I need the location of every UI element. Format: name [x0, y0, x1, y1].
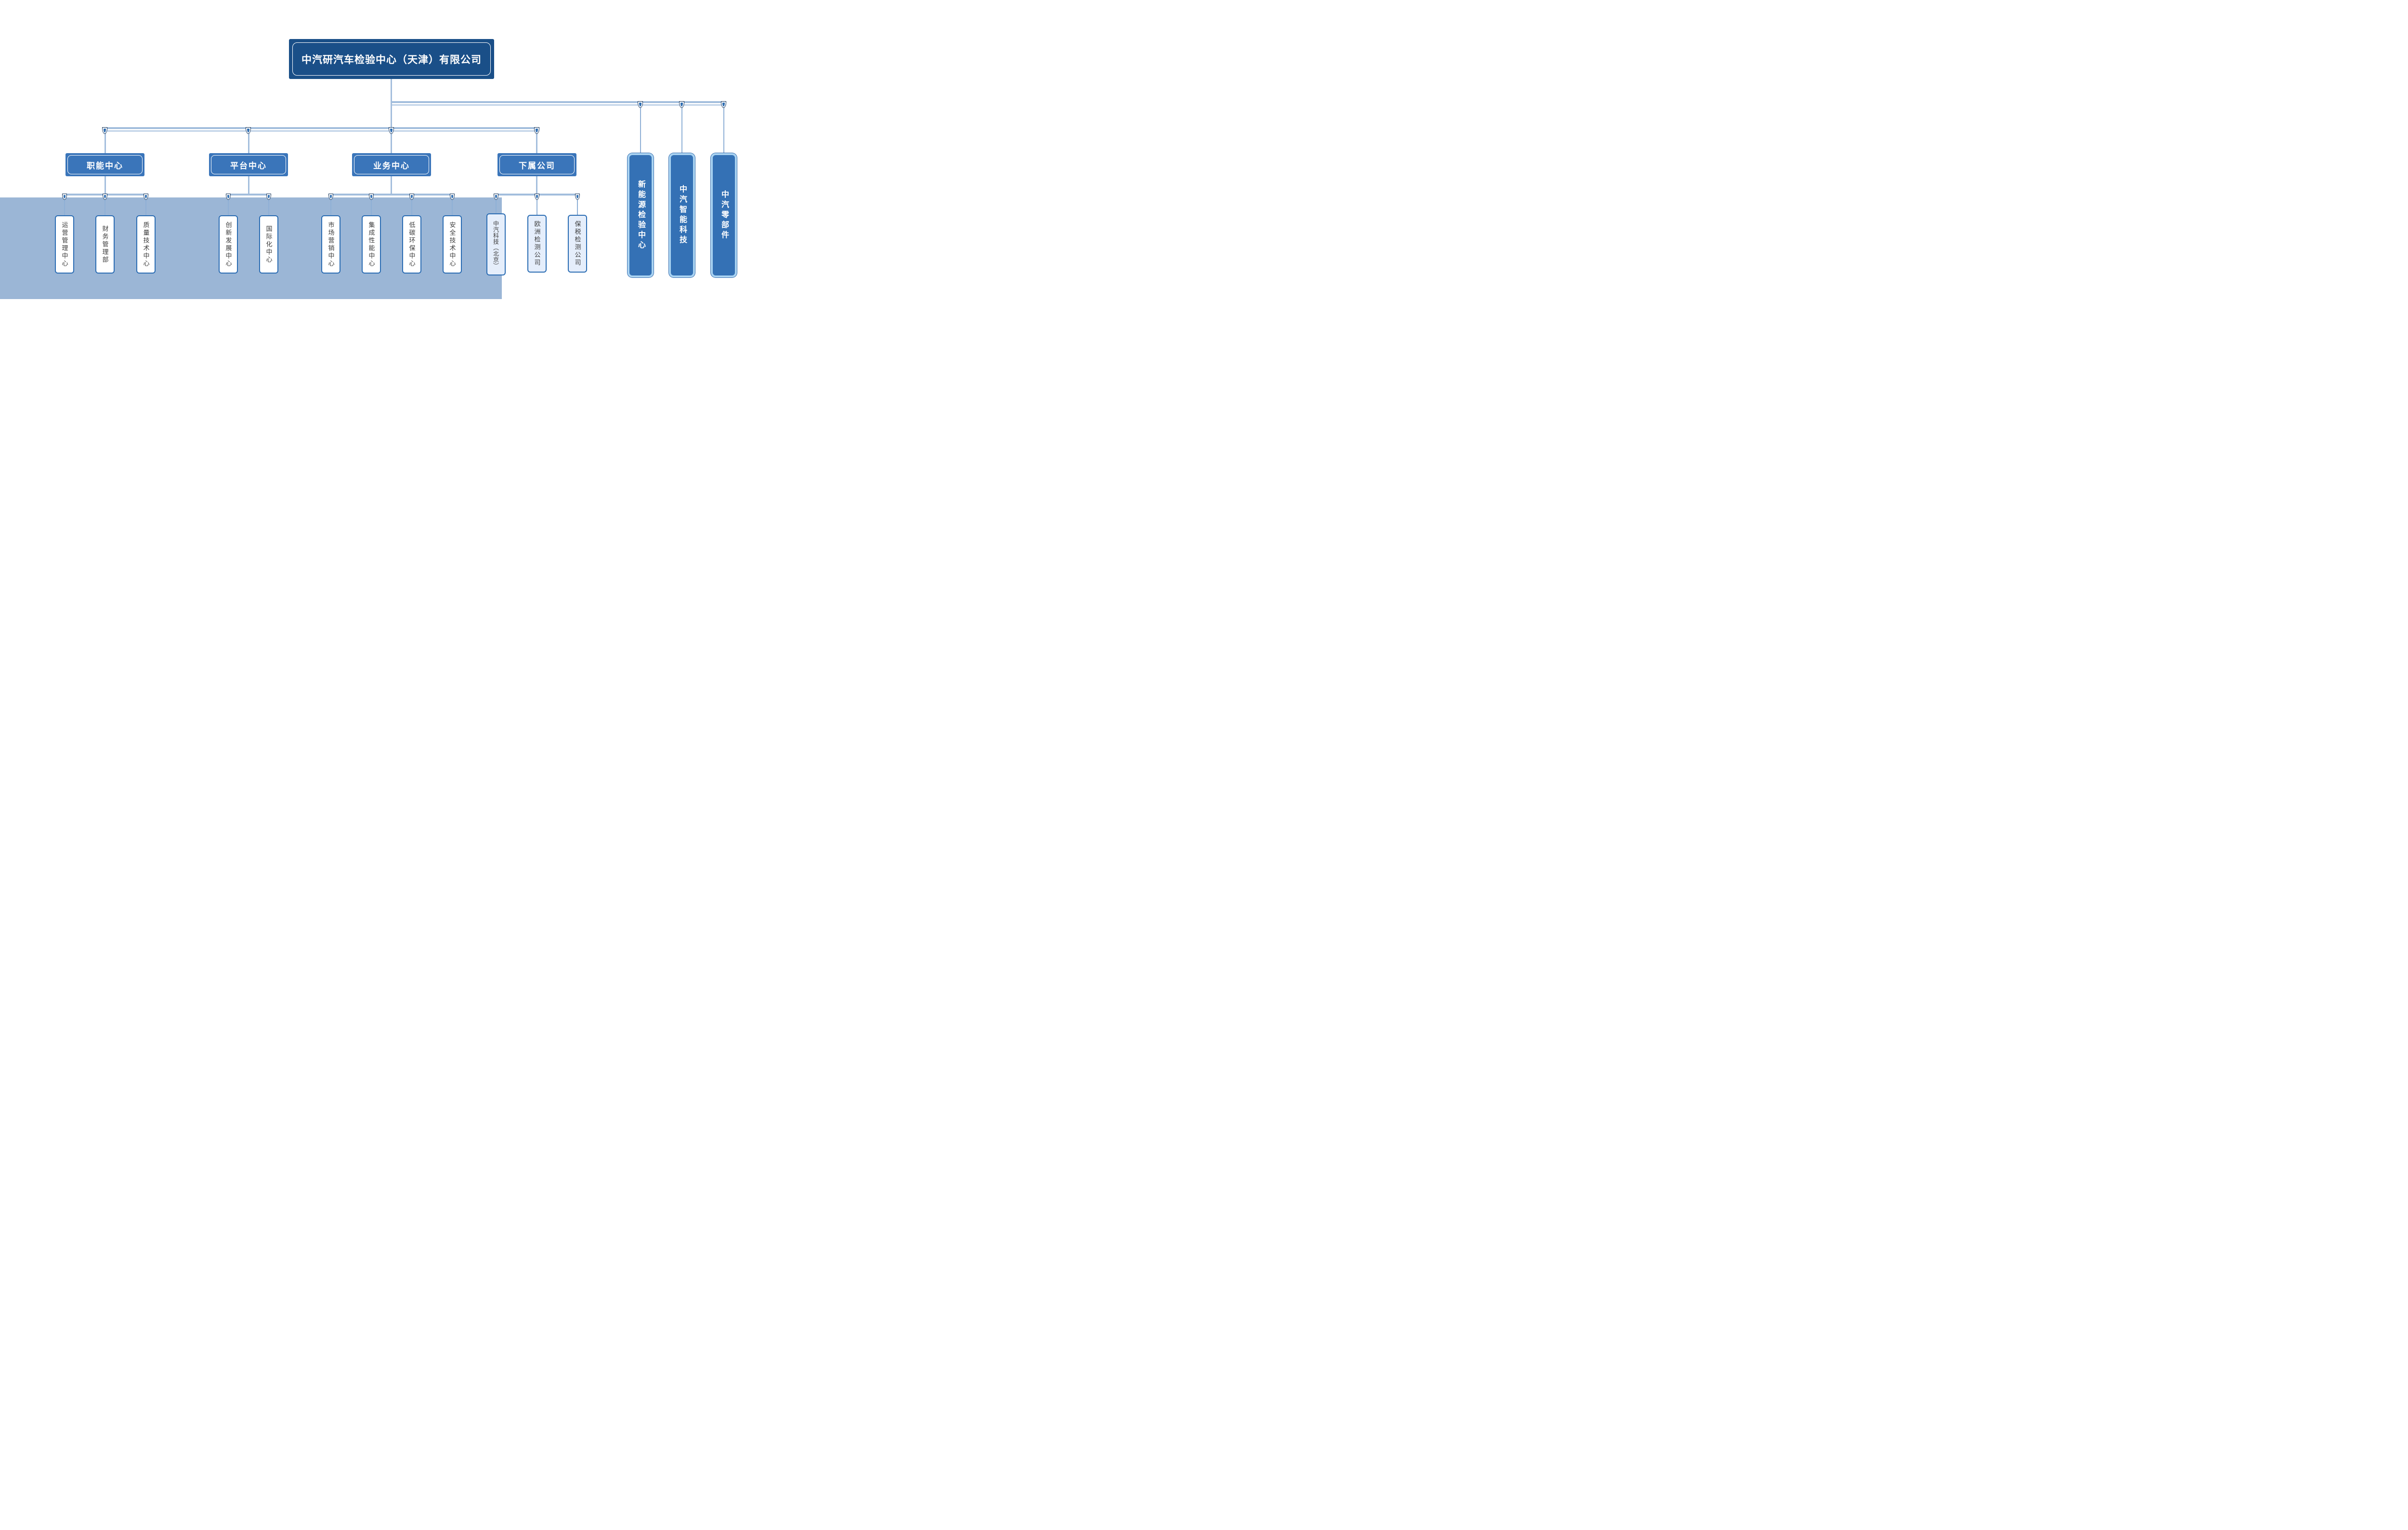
- org-chart-canvas: 中汽研汽车检验中心（天津）有限公司 职能中心 平台中心 业务中心 下属公司 新能…: [0, 0, 771, 306]
- org-box-root: 中汽研汽车检验中心（天津）有限公司: [289, 39, 494, 79]
- org-box-level2-functional: 职能中心: [65, 153, 144, 176]
- org-box-child: 国际化中心: [259, 215, 278, 274]
- org-box-child: 低碳环保中心: [402, 215, 421, 274]
- child-label: 运营管理中心: [61, 221, 68, 268]
- connector-stub: [145, 199, 146, 215]
- junction-node-icon: [679, 101, 684, 108]
- child-label: 质量技术中心: [142, 221, 150, 268]
- connector-rail-children: [226, 194, 271, 196]
- org-box-child: 财务管理部: [95, 215, 115, 274]
- junction-node-icon: [103, 194, 107, 200]
- child-label: 安全技术中心: [448, 221, 456, 268]
- connector-drop: [723, 107, 724, 153]
- connector-stub: [64, 199, 65, 215]
- org-box-child: 保税检测公司: [568, 215, 587, 273]
- junction-node-icon: [638, 101, 643, 108]
- connector-rail-level2: [103, 127, 539, 129]
- right-branch-label: 中汽零部件: [720, 190, 728, 241]
- connector-stub: [268, 199, 269, 215]
- junction-node-icon: [328, 194, 333, 200]
- connector-stub: [248, 176, 249, 194]
- connector-stub: [105, 133, 106, 153]
- org-box-child: 质量技术中心: [136, 215, 156, 274]
- connector-stub: [496, 199, 497, 215]
- junction-node-icon: [535, 194, 539, 200]
- org-box-parts: 中汽零部件: [711, 153, 737, 277]
- junction-node-icon: [246, 127, 251, 134]
- child-label: 低碳环保中心: [408, 221, 416, 268]
- child-label: 中汽科技（北京）: [492, 220, 499, 269]
- root-label: 中汽研汽车检验中心（天津）有限公司: [301, 54, 482, 65]
- level2-label: 业务中心: [373, 161, 410, 170]
- child-label: 国际化中心: [265, 225, 273, 264]
- org-box-child: 安全技术中心: [443, 215, 462, 274]
- org-box-smart-tech: 中汽智能科技: [669, 153, 695, 277]
- connector-trunk: [391, 79, 392, 128]
- org-box-level2-platform: 平台中心: [209, 153, 288, 176]
- connector-stub: [411, 199, 412, 215]
- level2-label: 平台中心: [230, 161, 267, 170]
- org-box-level2-subsidiaries: 下属公司: [497, 153, 576, 176]
- connector-stub: [536, 133, 537, 153]
- connector-drop: [640, 107, 641, 153]
- junction-node-icon: [226, 194, 231, 200]
- org-box-child: 欧洲检测公司: [527, 215, 547, 273]
- child-label: 创新发展中心: [224, 221, 232, 268]
- junction-node-icon: [534, 127, 539, 134]
- connector-drop: [681, 107, 682, 153]
- child-label: 财务管理部: [101, 225, 109, 264]
- junction-node-icon: [575, 194, 580, 200]
- right-branch-label: 新能源检验中心: [637, 180, 645, 251]
- child-label: 集成性能中心: [367, 221, 375, 268]
- connector-stub: [228, 199, 229, 215]
- org-box-child: 市场营销中心: [321, 215, 340, 274]
- junction-node-icon: [450, 194, 455, 200]
- junction-node-icon: [62, 194, 67, 200]
- org-box-level2-business: 业务中心: [352, 153, 431, 176]
- connector-rail-children: [328, 194, 455, 196]
- connector-stub: [371, 199, 372, 215]
- connector-stub: [105, 176, 106, 194]
- junction-node-icon: [389, 127, 394, 134]
- child-label: 市场营销中心: [327, 221, 335, 268]
- org-box-child: 创新发展中心: [219, 215, 238, 274]
- child-label: 保税检测公司: [574, 221, 581, 267]
- org-box-child: 中汽科技（北京）: [486, 213, 506, 275]
- org-box-child: 运营管理中心: [55, 215, 74, 274]
- child-label: 欧洲检测公司: [533, 221, 541, 267]
- connector-stub: [577, 199, 578, 215]
- connector-stub: [536, 176, 537, 194]
- right-branch-label: 中汽智能科技: [678, 185, 686, 246]
- junction-node-icon: [144, 194, 148, 200]
- org-box-new-energy-center: 新能源检验中心: [628, 153, 654, 277]
- level2-label: 职能中心: [87, 161, 123, 170]
- connector-stub: [452, 199, 453, 215]
- junction-node-icon: [494, 194, 498, 200]
- level2-label: 下属公司: [519, 161, 555, 170]
- connector-stub: [248, 133, 249, 153]
- background-panel: [0, 197, 502, 299]
- junction-node-icon: [409, 194, 414, 200]
- connector-stub: [330, 199, 331, 215]
- junction-node-icon: [369, 194, 374, 200]
- junction-node-icon: [721, 101, 726, 108]
- connector-stub: [391, 133, 392, 153]
- junction-node-icon: [266, 194, 271, 200]
- org-box-child: 集成性能中心: [362, 215, 381, 274]
- junction-node-icon: [102, 127, 107, 134]
- connector-rail-right: [392, 101, 726, 103]
- connector-stub: [391, 176, 392, 194]
